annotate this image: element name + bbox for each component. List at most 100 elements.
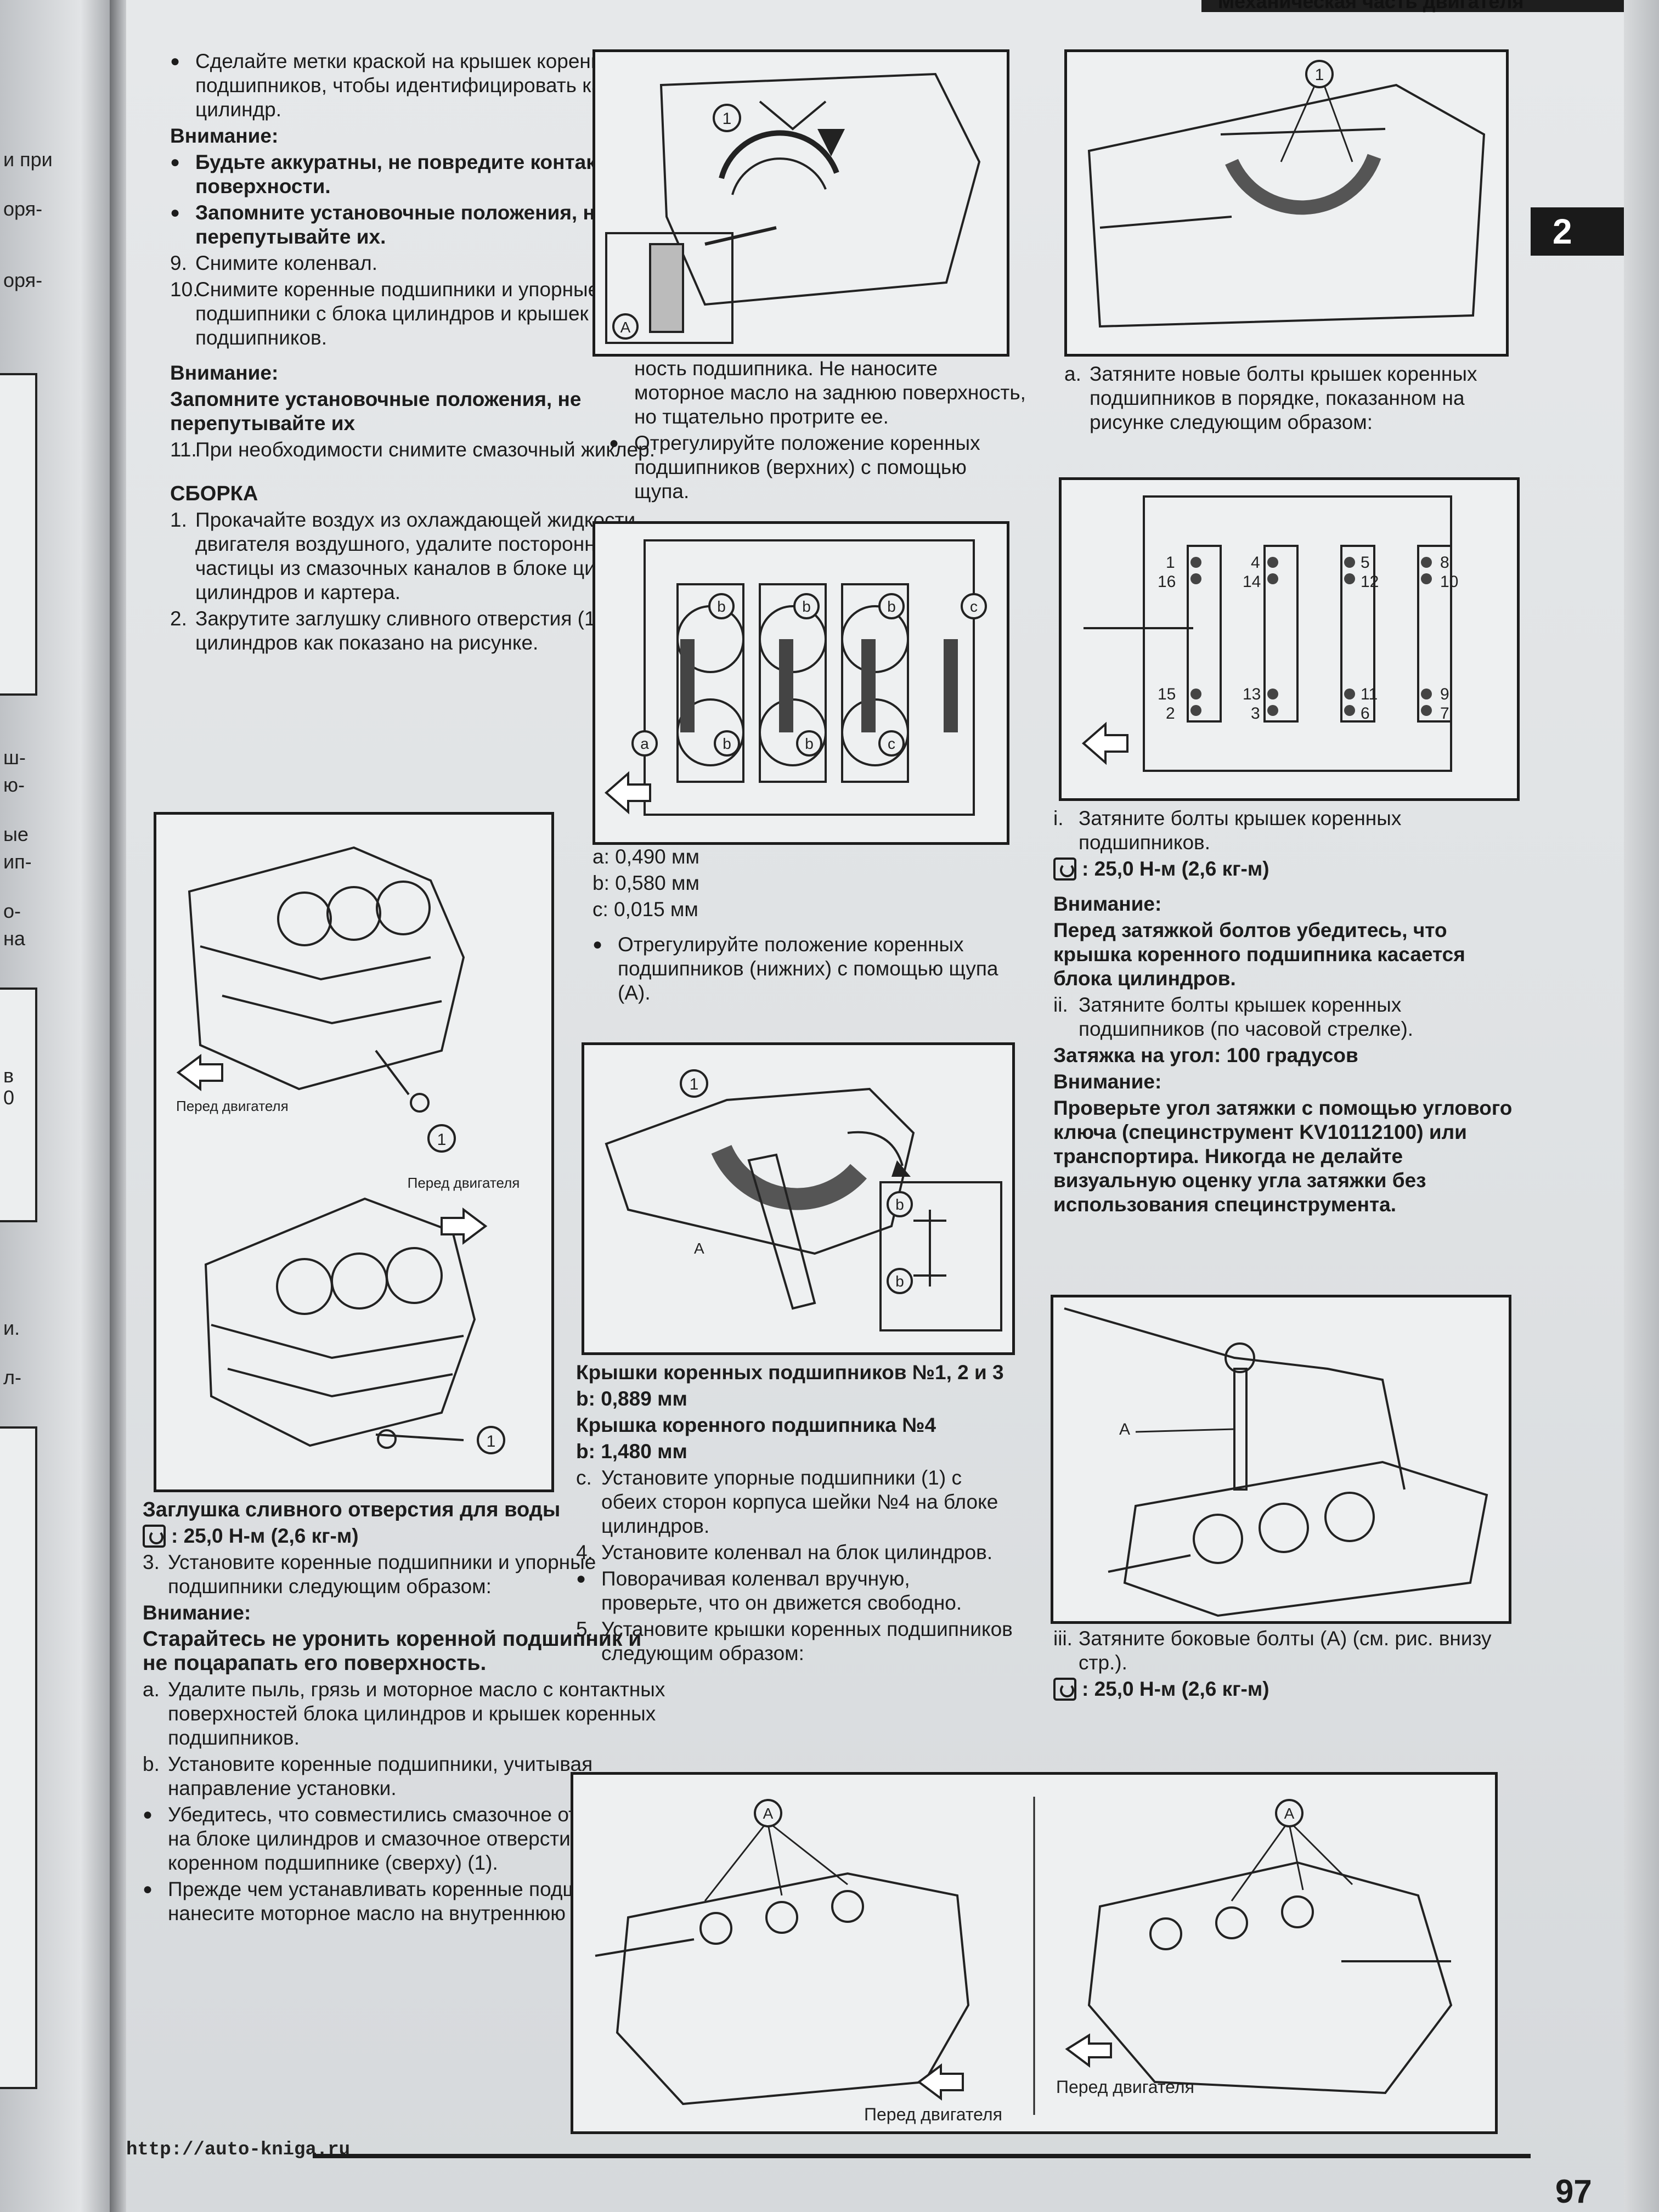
sub-step-a: a.Удалите пыль, грязь и моторное масло с… [143, 1678, 665, 1749]
caps-value: b: 0,889 мм [576, 1387, 687, 1410]
torque-wrench-icon [143, 1525, 166, 1548]
attention-heading: Внимание: [170, 362, 279, 384]
left-fragment: ш- [3, 746, 26, 769]
order-label: 10 [1440, 573, 1458, 591]
arrow-right-icon [441, 1207, 488, 1245]
figure-angle-wrench: A [1051, 1295, 1511, 1624]
arrow-left-icon [917, 2063, 964, 2101]
attention-text: Проверьте угол затяжки с помощью угловог… [1053, 1097, 1513, 1216]
attention-item: Запомните установочные положения, не пер… [170, 201, 686, 249]
column-2-top-text: ность подшипника. Не наносите моторное м… [609, 357, 1026, 506]
header-title: Механическая часть двигателя [1218, 0, 1524, 13]
attention-item: Будьте аккуратны, не повредите контактны… [170, 150, 686, 199]
label-a: a [640, 735, 649, 752]
left-fragment: 0 [3, 1086, 15, 1109]
attention-text: Старайтесь не уронить коренной подшипник… [143, 1627, 642, 1675]
figure-upper-bearing: 1 A [592, 49, 1009, 357]
front-label: Перед двигателя [408, 1175, 520, 1191]
left-figure-fragment [0, 988, 37, 1222]
left-fragment: оря- [3, 269, 43, 291]
torque-wrench-icon [1053, 857, 1076, 881]
figure-bearing-cap: 1 [1064, 49, 1509, 357]
page: Механическая часть двигателя 2 Сделайте … [126, 0, 1659, 2212]
order-label: 14 [1243, 573, 1261, 591]
assembly-step-3: 3.Установите коренные подшипники и упорн… [143, 1551, 596, 1598]
drain-caption: Заглушка сливного отверстия для воды [143, 1498, 561, 1521]
label-b: b [887, 598, 896, 615]
left-fragment: и при [3, 148, 53, 171]
label-b: b [895, 1196, 904, 1213]
step-4: 4.Установите коленвал на блок цилиндров. [576, 1541, 993, 1564]
front-label: Перед двигателя [1056, 2077, 1194, 2097]
order-label: 3 [1251, 704, 1260, 723]
page-number: 97 [1555, 2173, 1592, 2210]
label-b: b [805, 735, 814, 752]
label-1: 1 [1315, 66, 1324, 84]
label-1: 1 [437, 1131, 447, 1149]
label-c: c [888, 735, 895, 752]
figure-side-bolts: A A Перед двигателя Перед двигателя [571, 1772, 1498, 2134]
label-c: c [970, 598, 978, 615]
order-label: 11 [1361, 685, 1378, 703]
bullet-lower: Отрегулируйте положение коренных подшипн… [592, 933, 1020, 1005]
column-2-bottom: Крышки коренных подшипников №1, 2 и 3 b:… [576, 1361, 1015, 1668]
arrow-left-icon [1065, 2033, 1112, 2068]
order-label: 16 [1158, 573, 1176, 591]
figure-drain-plug: 1 1 Перед двигателя Перед двигателя [154, 812, 554, 1492]
figure-tightening-order: 1 16 4 14 5 12 8 10 15 2 13 3 11 6 9 7 [1059, 477, 1520, 801]
front-label: Перед двигателя [176, 1098, 289, 1114]
label-b: b [723, 735, 731, 752]
arrow-curve-icon [891, 1160, 911, 1177]
torque-i: : 25,0 Н-м (2,6 кг-м) [1053, 857, 1525, 881]
order-label: 8 [1440, 554, 1449, 572]
order-label: 7 [1440, 704, 1449, 723]
left-fragment: и. [3, 1317, 20, 1339]
dimension-a: a: 0,490 мм [592, 845, 699, 868]
torque-iii: : 25,0 Н-м (2,6 кг-м) [1053, 1677, 1525, 1701]
label-b: b [895, 1273, 904, 1290]
arrow-left-icon [1081, 721, 1128, 765]
attention-heading: Внимание: [143, 1601, 251, 1624]
continued-text: ность подшипника. Не наносите моторное м… [634, 357, 1026, 428]
tightening-angle: Затяжка на угол: 100 градусов [1053, 1044, 1358, 1066]
column-1-bottom: Заглушка сливного отверстия для воды : 2… [143, 1498, 669, 1928]
column-2-dims: a: 0,490 мм b: 0,580 мм c: 0,015 мм Отре… [592, 845, 1020, 1007]
bullet-paint-marks: Сделайте метки краской на крышек коренны… [170, 49, 686, 122]
drain-torque: : 25,0 Н-м (2,6 кг-м) [143, 1524, 669, 1548]
attention-text: Перед затяжкой болтов убедитесь, что кры… [1053, 919, 1465, 990]
bullet-rotate: Поворачивая коленвал вручную, проверьте,… [576, 1567, 1015, 1615]
order-label: 15 [1158, 685, 1176, 703]
bullet-before: Прежде чем устанавливать коренные подшип… [143, 1877, 669, 1926]
order-label: 5 [1361, 554, 1370, 572]
label-A: A [620, 319, 631, 336]
cap4-value: b: 1,480 мм [576, 1440, 687, 1463]
arrow-left-icon [604, 771, 651, 815]
torque-wrench-icon [1053, 1678, 1076, 1701]
left-fragment: ип- [3, 850, 32, 873]
bullet-upper: Отрегулируйте положение коренных подшипн… [609, 431, 1026, 504]
figure-feeler-upper: b b b c a b b c [592, 521, 1009, 845]
left-fragment: о- [3, 900, 21, 922]
left-fragment: на [3, 927, 25, 950]
step-9: 9.Снимите коленвал. [170, 252, 377, 274]
left-figure-fragment [0, 373, 37, 696]
attention-heading: Внимание: [170, 125, 279, 147]
section-heading-assembly: СБОРКА [170, 482, 258, 505]
label-1: 1 [487, 1432, 496, 1451]
order-label: 12 [1361, 573, 1379, 591]
left-fragment: л- [3, 1366, 21, 1389]
attention-heading: Внимание: [1053, 893, 1162, 915]
left-figure-fragment [0, 1426, 37, 2089]
footer-rule [313, 2154, 1531, 2158]
order-label: 13 [1243, 685, 1261, 703]
left-page-edge: и при оря- оря- ш- ю- ые ип- о- на в 0 и… [0, 0, 115, 2212]
sub-step-ii: ii.Затяните болты крышек коренных подшип… [1053, 994, 1414, 1040]
label-b: b [802, 598, 811, 615]
figure-feeler-lower: 1 b b A [582, 1042, 1015, 1355]
label-1: 1 [690, 1075, 699, 1093]
column-3-bottom: iii.Затяните боковые болты (А) (см. рис.… [1053, 1627, 1525, 1703]
left-fragment: оря- [3, 198, 43, 220]
order-label: 4 [1251, 554, 1260, 572]
label-A: A [763, 1805, 774, 1822]
step-5: 5.Установите крышки коренных подшипников… [576, 1618, 1013, 1664]
